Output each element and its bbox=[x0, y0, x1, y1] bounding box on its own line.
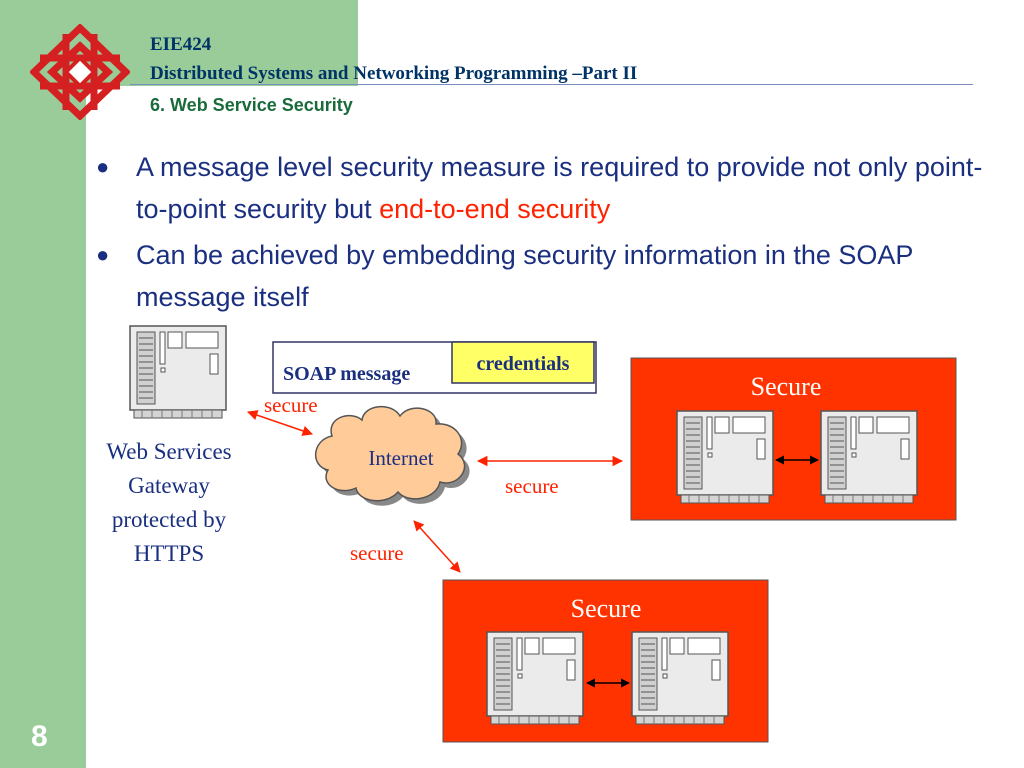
gateway-internet-arrow bbox=[247, 410, 313, 436]
bullet-dot-icon: ● bbox=[96, 154, 110, 179]
course-title: Distributed Systems and Networking Progr… bbox=[150, 63, 638, 84]
bullet-highlight: end-to-end security bbox=[379, 194, 611, 224]
secure-link-label-gateway: secure bbox=[264, 393, 318, 417]
secure-link-label-zone1: secure bbox=[505, 474, 559, 498]
internet-cloud-icon bbox=[314, 406, 470, 506]
left-sidebar bbox=[0, 0, 86, 768]
university-logo-icon bbox=[30, 24, 130, 120]
bullet-text: A message level security measure is requ… bbox=[136, 152, 983, 224]
bullet-text: Can be achieved by embedding security in… bbox=[136, 240, 913, 312]
bullet-item: ● A message level security measure is re… bbox=[96, 146, 1001, 230]
page-number: 8 bbox=[31, 720, 48, 753]
course-code: EIE424 bbox=[150, 34, 212, 55]
bullet-item: ● Can be achieved by embedding security … bbox=[96, 234, 1001, 318]
zone1-server-right-icon bbox=[820, 410, 918, 504]
secure-link-label-zone2: secure bbox=[350, 541, 404, 565]
header-divider bbox=[130, 84, 973, 85]
credentials-label: credentials bbox=[477, 353, 570, 375]
credentials-box bbox=[451, 341, 595, 384]
section-title: 6. Web Service Security bbox=[150, 95, 353, 115]
internet-label: Internet bbox=[368, 446, 433, 470]
gateway-label: Web Services Gateway protected by HTTPS bbox=[106, 439, 232, 566]
zone2-server-left-icon bbox=[486, 631, 584, 725]
internet-zone2-arrow bbox=[413, 520, 461, 573]
secure-zone-2-label: Secure bbox=[571, 594, 642, 623]
header-band bbox=[86, 0, 358, 86]
soap-message-label: SOAP message bbox=[283, 363, 410, 385]
zone1-server-left-icon bbox=[676, 410, 774, 504]
zone2-server-right-icon bbox=[631, 631, 729, 725]
secure-zone-1-label: Secure bbox=[751, 372, 822, 401]
gateway-server-icon bbox=[129, 325, 227, 419]
bullet-list: ● A message level security measure is re… bbox=[96, 146, 1001, 322]
bullet-dot-icon: ● bbox=[96, 242, 110, 267]
